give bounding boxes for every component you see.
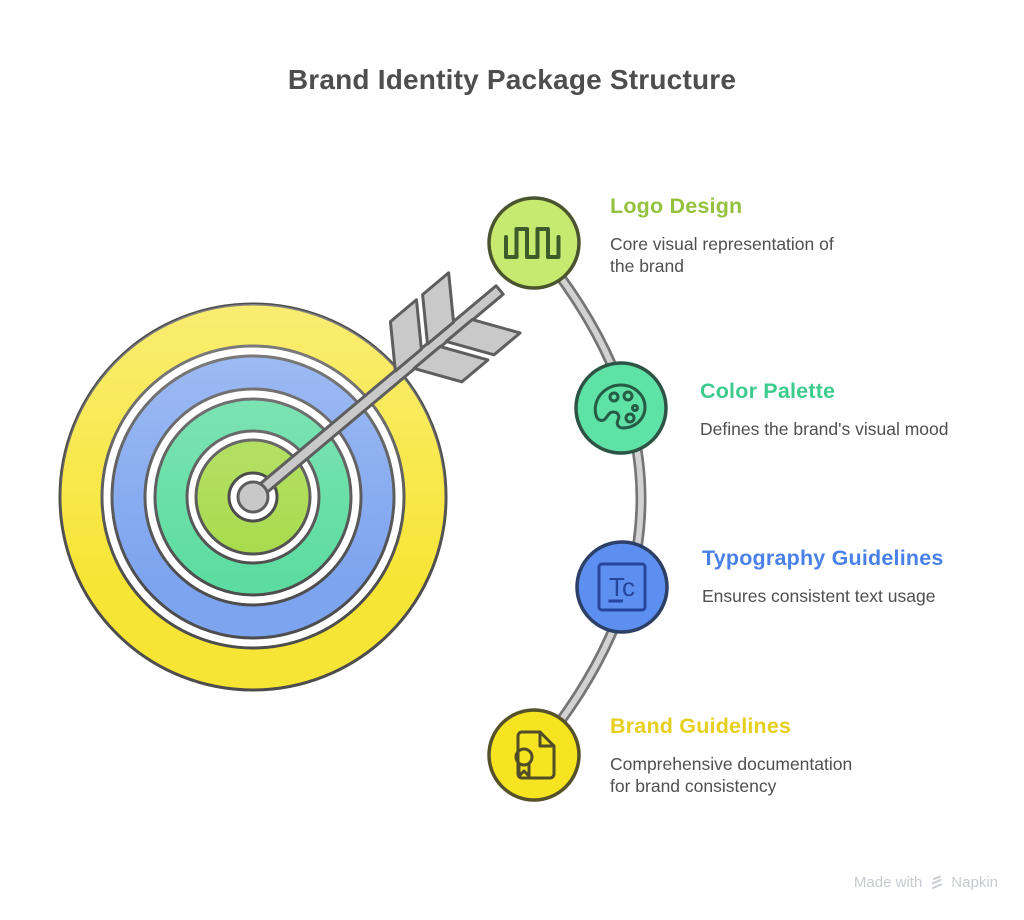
arrow-icon [247,271,522,503]
arrow-feather-top-2 [421,271,456,346]
node-logo-design [487,196,581,290]
typography-label: Typography Guidelines [702,546,944,570]
waveform-icon [504,227,561,259]
color-palette-label: Color Palette [700,379,836,403]
palette-icon [593,383,647,430]
color-palette-circle [574,361,668,455]
arrow-feather-bottom-2 [444,318,522,357]
typography-text-block: Typography Guidelines Ensures consistent… [702,546,1012,607]
watermark-brand: Napkin [951,874,998,891]
node-color-palette [574,361,668,455]
logo-design-description: Core visual representation of the brand [610,234,834,277]
logo-design-label: Logo Design [610,194,743,218]
napkin-logo-icon [931,875,943,889]
certificate-icon [514,730,556,780]
arrow-feather-top-1 [388,298,423,373]
color-palette-description: Defines the brand's visual mood [700,419,949,439]
color-palette-text-block: Color Palette Defines the brand's visual… [700,379,1000,440]
arrow-impact-point [236,480,270,514]
arrow-feather-bottom-1 [412,345,490,384]
logo-design-circle [487,196,581,290]
connector-fill [531,240,644,758]
brand-guidelines-label: Brand Guidelines [610,714,792,738]
made-with-napkin-watermark: Made with Napkin [854,874,998,891]
page-title: Brand Identity Package Structure [287,64,737,95]
connector-curve [528,237,647,761]
brand-guidelines-description: Comprehensive documentation for brand co… [610,754,853,797]
brand-guidelines-text-block: Brand Guidelines Comprehensive documenta… [610,714,860,797]
typography-icon: Tc [597,562,647,612]
logo-design-text-block: Logo Design Core visual representation o… [610,194,855,277]
brand-guidelines-circle [487,708,581,802]
watermark-prefix: Made with [853,874,923,891]
typography-icon-text: Tc [609,572,635,602]
node-typography-guidelines: Tc [575,540,669,634]
typography-description: Ensures consistent text usage [702,586,936,606]
node-brand-guidelines [487,708,581,802]
